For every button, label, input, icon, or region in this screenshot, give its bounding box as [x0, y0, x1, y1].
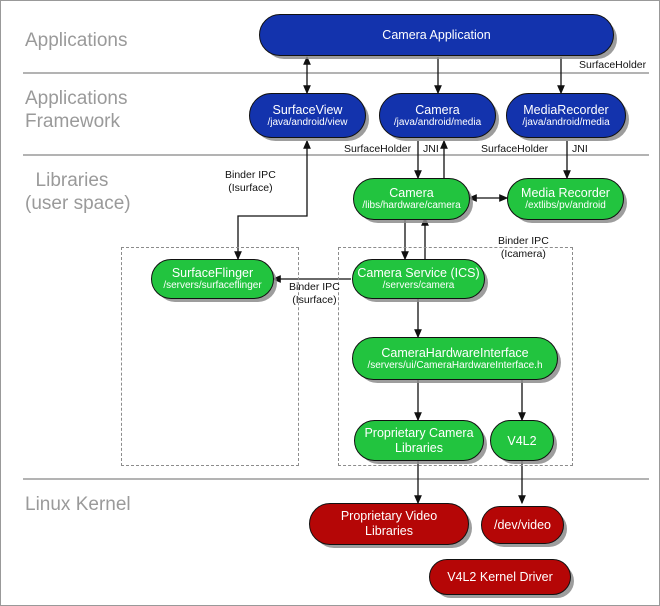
node-media-recorder-lib[interactable]: Media Recorder /extlibs/pv/android — [507, 178, 624, 220]
node-subtitle: /java/android/view — [267, 116, 348, 128]
node-camera-application[interactable]: Camera Application — [259, 14, 614, 56]
node-proprietary-video-libraries[interactable]: Proprietary Video Libraries — [309, 503, 469, 545]
node-title: SurfaceView — [272, 102, 343, 117]
node-title: Camera — [415, 102, 460, 117]
edge-label-jni-mediarecorder: JNI — [572, 143, 588, 155]
node-mediarecorder-java[interactable]: MediaRecorder /java/android/media — [506, 93, 626, 138]
node-subtitle: /extlibs/pv/android — [525, 200, 606, 211]
edge-label-binder-ipc-isurface-top: Binder IPC (Isurface) — [225, 169, 276, 194]
edge-label-binder-ipc-icamera: Binder IPC (Icamera) — [498, 235, 549, 260]
node-title: /dev/video — [494, 518, 551, 532]
edge-label-binder-ipc-isurface-service: Binder IPC (Isurface) — [289, 281, 340, 306]
node-title: SurfaceFlinger — [171, 266, 254, 280]
layer-label-libraries: Libraries (user space) — [25, 170, 131, 214]
node-title: V4L2 — [507, 433, 537, 448]
node-title: Camera Service (ICS) — [357, 266, 480, 280]
node-title: CameraHardwareInterface — [381, 345, 529, 360]
arrows — [234, 55, 571, 505]
node-title: Proprietary Video Libraries — [340, 509, 438, 538]
layer-label-linux-kernel: Linux Kernel — [25, 494, 131, 515]
node-subtitle: /servers/ui/CameraHardwareInterface.h — [367, 359, 543, 371]
layer-separators — [23, 72, 649, 480]
node-v4l2-kernel-driver[interactable]: V4L2 Kernel Driver — [429, 559, 571, 595]
node-title: Camera Application — [382, 28, 491, 42]
node-subtitle: /java/android/media — [393, 116, 482, 128]
node-subtitle: /java/android/media — [522, 116, 610, 128]
edge-label-surfaceholder-mediarecorder: SurfaceHolder — [481, 143, 549, 155]
node-camera-service[interactable]: Camera Service (ICS) /servers/camera — [352, 259, 485, 299]
edge-label-surfaceholder-application: SurfaceHolder — [579, 59, 647, 71]
layer-label-applications: Applications — [25, 30, 128, 51]
layer-label-applications-framework: Applications Framework — [25, 88, 128, 132]
node-dev-video[interactable]: /dev/video — [481, 506, 564, 544]
node-title: Camera — [389, 186, 434, 200]
node-surfaceflinger[interactable]: SurfaceFlinger /servers/surfaceflinger — [151, 259, 274, 299]
node-v4l2[interactable]: V4L2 — [490, 420, 554, 461]
node-camera-java[interactable]: Camera /java/android/media — [379, 93, 496, 138]
edge-label-jni-camera: JNI — [423, 143, 439, 155]
node-subtitle: /servers/camera — [382, 280, 455, 291]
node-title: MediaRecorder — [523, 102, 609, 117]
surfaceflinger-group-box — [121, 247, 299, 466]
node-subtitle: /servers/surfaceflinger — [163, 280, 262, 291]
node-surfaceview[interactable]: SurfaceView /java/android/view — [249, 93, 366, 138]
camera-service-group-box — [338, 247, 573, 466]
edge-label-surfaceholder-camera: SurfaceHolder — [344, 143, 412, 155]
node-title: Media Recorder — [521, 186, 610, 200]
node-title: Proprietary Camera Libraries — [364, 425, 474, 455]
node-title: V4L2 Kernel Driver — [447, 570, 553, 584]
arrow-binder-ipc-isurface-surfaceview-surfaceflinger — [234, 139, 311, 261]
node-proprietary-camera-libraries[interactable]: Proprietary Camera Libraries — [354, 420, 484, 461]
node-camerahardwareinterface[interactable]: CameraHardwareInterface /servers/ui/Came… — [352, 337, 558, 380]
node-camera-lib[interactable]: Camera /libs/hardware/camera — [353, 178, 470, 220]
node-subtitle: /libs/hardware/camera — [362, 200, 461, 211]
